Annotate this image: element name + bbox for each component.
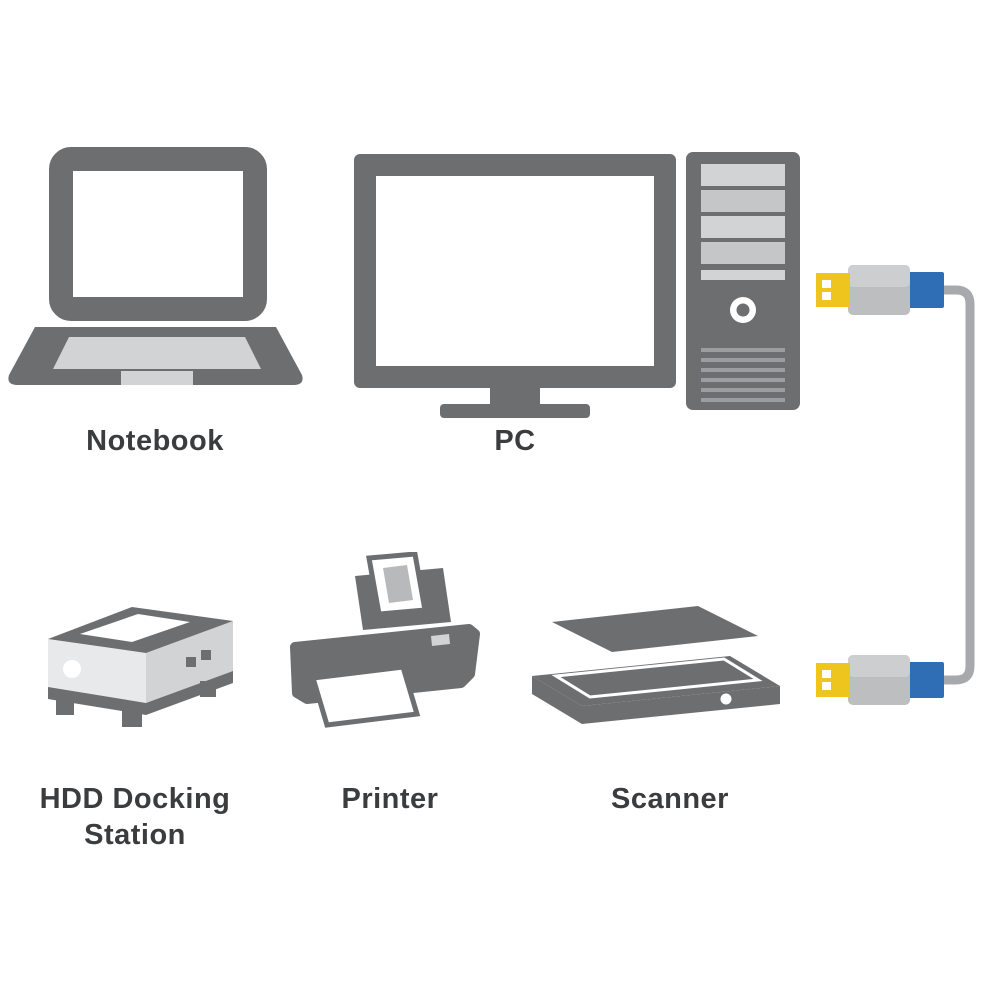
hdd-docking-station-label-line1: HDD Docking [39, 783, 231, 815]
notebook-icon [8, 147, 303, 385]
dock-foot [122, 709, 142, 727]
printer-output-paper [309, 664, 421, 728]
dock-port [186, 657, 196, 667]
hdd-docking-station-label-line2: Station [84, 819, 186, 851]
monitor-stand [440, 404, 590, 418]
usb-plug-bottom-icon [816, 655, 944, 705]
scanner-button [720, 693, 732, 705]
notebook-label: Notebook [86, 425, 224, 457]
tower-vents [701, 348, 785, 402]
scanner-lid [552, 606, 758, 652]
monitor-screen [376, 176, 654, 366]
dock-port [201, 650, 211, 660]
dock-foot [200, 681, 216, 697]
drive-bay [701, 190, 785, 212]
pc-label: PC [494, 425, 536, 457]
usb-plug-hole [822, 670, 831, 678]
hdd-docking-station-label: HDD Docking Station [20, 781, 250, 853]
printer-control-panel [431, 634, 450, 646]
dock-hdd-slot [80, 614, 190, 642]
laptop-keyboard [53, 337, 261, 369]
dock-foot [56, 697, 74, 715]
usb-plug-contact [816, 273, 850, 307]
usb-cable-wire [940, 285, 975, 685]
drive-bay [701, 242, 785, 264]
usb-cable-icon [816, 265, 975, 705]
scanner-front-face [582, 686, 780, 724]
scanner-body-top [532, 656, 780, 706]
printer-label: Printer [341, 783, 439, 815]
usb-plug-hole [822, 682, 831, 690]
usb-plug-hole [822, 280, 831, 288]
pc-icon [354, 152, 800, 418]
usb-plug-hole [822, 292, 831, 300]
laptop-screen [49, 147, 267, 321]
usb-connector-highlight [848, 655, 910, 677]
printer-paper-shading [383, 565, 413, 603]
dock-power-button [63, 660, 81, 678]
hdd-docking-station-icon [48, 607, 233, 727]
usb-strain-relief [908, 272, 944, 308]
usb-strain-relief [908, 662, 944, 698]
scanner-icon [532, 606, 780, 724]
monitor-neck [490, 388, 540, 404]
power-button-center [736, 303, 750, 317]
usb-plug-contact [816, 663, 850, 697]
drive-bay-slim [701, 270, 785, 280]
drive-bay [701, 164, 785, 186]
scanner-label: Scanner [611, 783, 729, 815]
dock-base-front [48, 687, 146, 715]
usb-connector-highlight [848, 265, 910, 287]
usb-plug-top-icon [816, 265, 944, 315]
scanner-glass-outline [551, 657, 763, 699]
printer-icon [290, 552, 480, 728]
dock-front-face [48, 639, 146, 703]
laptop-touchpad [121, 371, 193, 385]
tower [686, 152, 800, 410]
scanner-left-face [532, 676, 582, 724]
monitor [354, 154, 676, 418]
drive-bay [701, 216, 785, 238]
